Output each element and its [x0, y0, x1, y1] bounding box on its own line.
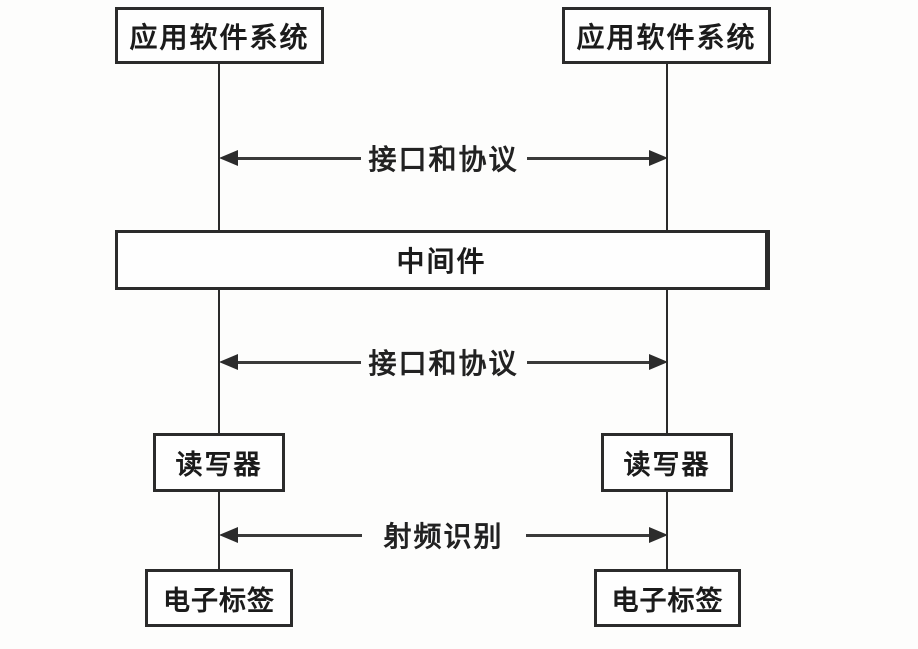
arrow-shaft — [238, 156, 361, 160]
arrowhead-right-icon — [649, 354, 669, 370]
arrow-shaft — [525, 533, 650, 537]
node-reader-writer-left: 读写器 — [153, 433, 285, 492]
link-interface-protocol-top: 接口和协议 — [219, 143, 669, 176]
arrowhead-left-icon — [219, 527, 238, 543]
arrow-shaft — [526, 360, 650, 364]
arrowhead-right-icon — [649, 527, 669, 543]
link-interface-protocol-bottom: 接口和协议 — [219, 347, 669, 380]
link-label-rfid: 射频识别 — [383, 520, 504, 553]
node-reader-writer-right: 读写器 — [601, 433, 733, 492]
arrow-shaft — [238, 360, 361, 364]
link-label-interface-protocol-top: 接口和协议 — [368, 143, 519, 176]
arrowhead-left-icon — [219, 150, 238, 166]
connector-app-to-middleware-left — [218, 63, 220, 230]
link-label-interface-protocol-bottom: 接口和协议 — [368, 347, 519, 380]
link-rfid: 射频识别 — [219, 520, 669, 553]
node-electronic-tag-right: 电子标签 — [594, 569, 741, 627]
node-application-software-system-left: 应用软件系统 — [115, 7, 324, 64]
node-electronic-tag-left: 电子标签 — [145, 569, 293, 627]
arrowhead-right-icon — [649, 150, 669, 166]
arrowhead-left-icon — [219, 354, 238, 370]
arrow-shaft — [526, 156, 650, 160]
connector-app-to-middleware-right — [666, 63, 668, 230]
node-middleware: 中间件 — [115, 230, 770, 290]
node-application-software-system-right: 应用软件系统 — [562, 7, 771, 64]
arrow-shaft — [238, 533, 362, 537]
